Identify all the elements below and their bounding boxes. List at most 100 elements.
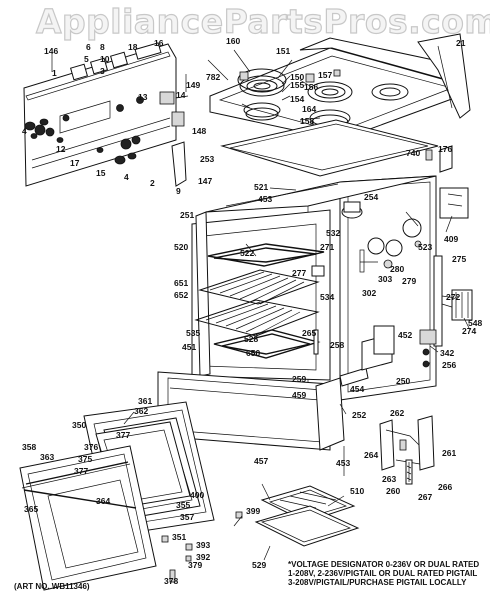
callout-176: 176 — [438, 144, 452, 154]
callout-157: 157 — [318, 70, 332, 80]
range-body — [191, 175, 437, 401]
voltage-note-line1: *VOLTAGE DESIGNATOR 0-236V OR DUAL RATED — [288, 560, 480, 569]
callout-393: 393 — [196, 540, 210, 550]
hardware-351 — [161, 535, 169, 543]
rack-guide-452 — [373, 325, 395, 355]
callout-280: 280 — [390, 264, 404, 274]
callout-16: 16 — [154, 38, 164, 48]
callout-4b: 4 — [124, 172, 129, 182]
door-front-panel — [19, 445, 157, 591]
callout-149: 149 — [186, 80, 200, 90]
callout-378: 378 — [164, 576, 178, 586]
callout-254: 254 — [364, 192, 378, 202]
callout-15: 15 — [96, 168, 106, 178]
callout-14: 14 — [176, 90, 186, 100]
callout-375: 375 — [78, 454, 92, 464]
callout-521: 521 — [254, 182, 268, 192]
callout-4a: 4 — [22, 126, 27, 136]
callout-302: 302 — [362, 288, 376, 298]
callout-358: 358 — [22, 442, 36, 452]
callout-156: 156 — [304, 82, 318, 92]
callout-263: 263 — [382, 474, 396, 484]
callout-272: 272 — [446, 292, 460, 302]
callout-146: 146 — [44, 46, 58, 56]
callout-342: 342 — [440, 348, 454, 358]
callout-251: 251 — [180, 210, 194, 220]
door-handle — [23, 489, 137, 509]
voltage-note-line2: 1-208V, 2-236V/PIGTAIL OR DUAL RATED PIG… — [288, 569, 478, 578]
callout-651: 651 — [174, 278, 188, 288]
callout-361: 361 — [138, 396, 152, 406]
callout-264: 264 — [364, 450, 378, 460]
callout-520: 520 — [174, 242, 188, 252]
callout-452: 452 — [398, 330, 412, 340]
terminal-block — [439, 187, 469, 219]
callout-652: 652 — [174, 290, 188, 300]
art-number: (ART NO. WB11346) — [14, 582, 90, 591]
broiler-pan — [254, 485, 360, 547]
callout-303: 303 — [378, 274, 392, 284]
callout-459: 459 — [292, 390, 306, 400]
callout-252: 252 — [352, 410, 366, 420]
callout-523: 523 — [418, 242, 432, 252]
junction-box — [439, 145, 453, 173]
callout-510: 510 — [350, 486, 364, 496]
watermark-text: AppliancePartsPros.com — [35, 1, 490, 41]
callout-453b: 453 — [336, 458, 350, 468]
clip-740 — [425, 149, 433, 161]
callout-160: 160 — [226, 36, 240, 46]
callout-453a: 453 — [258, 194, 272, 204]
callout-147: 147 — [198, 176, 212, 186]
callout-21: 21 — [456, 38, 466, 48]
callout-2: 2 — [150, 178, 155, 188]
callout-155: 155 — [290, 80, 304, 90]
callout-1: 1 — [52, 68, 57, 78]
callout-150: 150 — [290, 72, 304, 82]
control-panel — [23, 42, 189, 187]
callout-164: 164 — [302, 104, 316, 114]
callout-409: 409 — [444, 234, 458, 244]
callout-365: 365 — [24, 504, 38, 514]
callout-250: 250 — [396, 376, 410, 386]
callout-454: 454 — [350, 384, 364, 394]
vent-assembly — [341, 201, 363, 219]
callout-8: 8 — [100, 42, 105, 52]
callout-9: 9 — [176, 186, 181, 196]
callout-379: 379 — [188, 560, 202, 570]
callout-740: 740 — [406, 148, 420, 158]
callout-266: 266 — [438, 482, 452, 492]
callout-529: 529 — [252, 560, 266, 570]
callout-274: 274 — [462, 326, 476, 336]
drip-tray — [220, 119, 439, 177]
callout-279: 279 — [402, 276, 416, 286]
callout-376: 376 — [84, 442, 98, 452]
callout-13: 13 — [138, 92, 148, 102]
callout-154: 154 — [290, 94, 304, 104]
callout-3: 3 — [100, 66, 105, 76]
callout-457: 457 — [254, 456, 268, 466]
callout-532: 532 — [326, 228, 340, 238]
cooktop — [209, 33, 471, 141]
callout-357: 357 — [180, 512, 194, 522]
voltage-note-line3: 3-208V/PIGTAIL/PURCHASE PIGTAIL LOCALLY — [288, 578, 467, 587]
hardware-392 — [185, 555, 192, 562]
callout-364: 364 — [96, 496, 110, 506]
callout-351: 351 — [172, 532, 186, 542]
wiring-harness — [419, 255, 473, 368]
callout-392: 392 — [196, 552, 210, 562]
callout-377b: 377 — [74, 466, 88, 476]
callout-277: 277 — [292, 268, 306, 278]
callout-534: 534 — [320, 292, 334, 302]
callout-400: 400 — [190, 490, 204, 500]
callout-355: 355 — [176, 500, 190, 510]
callout-261: 261 — [442, 448, 456, 458]
callout-535: 535 — [186, 328, 200, 338]
callout-377a: 377 — [116, 430, 130, 440]
callout-271: 271 — [320, 242, 334, 252]
callout-267: 267 — [418, 492, 432, 502]
callout-6: 6 — [86, 42, 91, 52]
callout-259: 259 — [292, 374, 306, 384]
callout-12: 12 — [56, 144, 66, 154]
callout-151: 151 — [276, 46, 290, 56]
leader-lines — [51, 49, 471, 561]
